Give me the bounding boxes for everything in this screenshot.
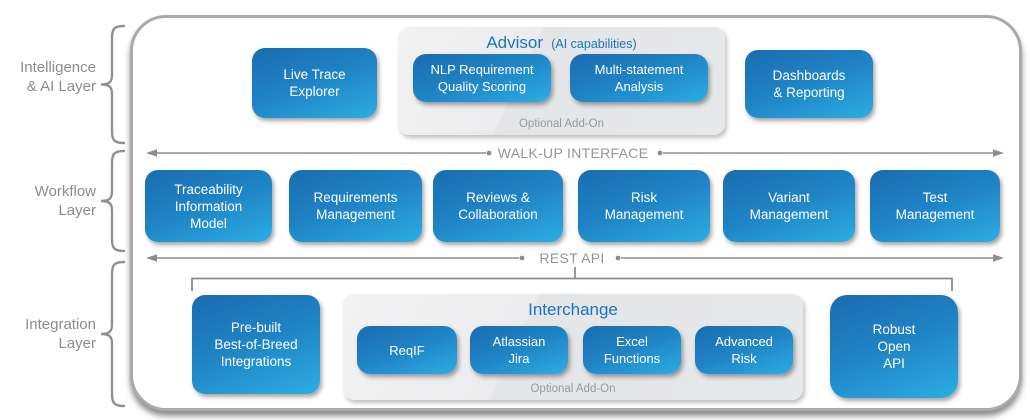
interchange-panel-title: Interchange	[528, 300, 618, 319]
box-excel-functions: Excel Functions	[583, 326, 681, 374]
advisor-optional-addon-label: Optional Add-On	[518, 118, 605, 130]
walkup-interface-label: WALK-UP INTERFACE	[497, 145, 649, 161]
interchange-optional-addon-label: Optional Add-On	[530, 383, 616, 395]
box-requirements-management: Requirements Management	[289, 170, 422, 242]
box-dashboards-reporting: Dashboards & Reporting	[745, 50, 873, 118]
layer-label-integration: Integration Layer	[25, 316, 96, 352]
box-variant-management: Variant Management	[723, 170, 855, 242]
rest-api-label: REST API	[539, 250, 605, 266]
box-advanced-risk: Advanced Risk	[695, 326, 793, 374]
box-atlassian-jira: Atlassian Jira	[470, 326, 568, 374]
layer-label-intelligence: Intelligence & AI Layer	[20, 59, 96, 95]
box-reviews-collaboration: Reviews & Collaboration	[433, 170, 563, 242]
advisor-subtitle-text: (AI capabilities)	[551, 37, 637, 51]
box-traceability-information-model: Traceability Information Model	[145, 170, 272, 242]
advisor-panel: Advisor (AI capabilities) NLP Requiremen…	[398, 27, 725, 135]
box-risk-management: Risk Management	[578, 170, 710, 242]
box-robust-open-api: Robust Open API	[830, 295, 958, 398]
advisor-title-text: Advisor	[486, 33, 543, 52]
box-reqif: ReqIF	[357, 326, 457, 374]
box-nlp-requirement-quality-scoring: NLP Requirement Quality Scoring	[413, 54, 551, 102]
box-multi-statement-analysis: Multi-statement Analysis	[570, 54, 708, 102]
interchange-panel: Interchange ReqIF Atlassian Jira Excel F…	[343, 294, 803, 400]
box-prebuilt-best-of-breed-integrations: Pre-built Best-of-Breed Integrations	[192, 295, 320, 394]
box-live-trace-explorer: Live Trace Explorer	[252, 48, 377, 118]
box-test-management: Test Management	[870, 170, 1000, 242]
layer-brace-icon	[100, 24, 126, 408]
advisor-panel-title: Advisor (AI capabilities)	[398, 33, 725, 53]
layer-label-workflow: Workflow Layer	[34, 183, 96, 219]
